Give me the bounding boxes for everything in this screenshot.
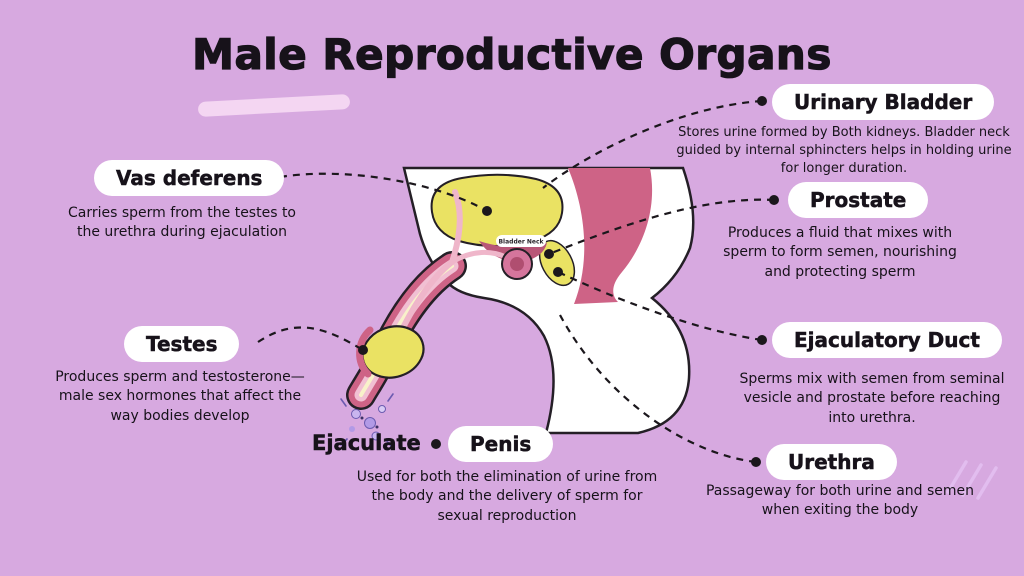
label-ejaculate: Ejaculate <box>312 431 421 456</box>
dot-prostate-end <box>544 249 554 259</box>
dot-testes-end <box>358 345 368 355</box>
desc-testes: Produces sperm and testosterone—male sex… <box>55 369 305 424</box>
desc-urethra: Passageway for both urine and semen when… <box>705 483 975 519</box>
corner-slashes-decoration <box>946 460 998 500</box>
dot-ejaculatory-duct-end <box>553 267 563 277</box>
sacrum-shape <box>568 168 653 304</box>
desc-prostate: Produces a fluid that mixes with sperm t… <box>723 225 957 280</box>
anatomy-illustration: Bladder Neck <box>340 166 695 447</box>
dot-urinary-bladder <box>757 96 767 106</box>
page-title: Male Reproductive Organs <box>192 29 832 79</box>
label-testes: Testes <box>124 326 240 362</box>
dot-ejaculatory-duct <box>757 335 767 345</box>
dot-vas-deferens-end <box>482 206 492 216</box>
dot-urethra <box>751 457 761 467</box>
label-penis: Penis <box>448 426 554 462</box>
label-urethra: Urethra <box>766 444 897 480</box>
connector-testes <box>257 326 364 351</box>
connector-urinary-bladder <box>542 99 763 189</box>
desc-ejaculatory-duct: Sperms mix with semen from seminal vesic… <box>739 371 1005 426</box>
dot-penis-bullet <box>431 439 441 449</box>
prostate-inner <box>510 257 524 271</box>
connector-urethra <box>559 314 757 464</box>
bladder-neck-tag <box>496 235 546 247</box>
connector-dots <box>358 96 779 467</box>
dot-prostate <box>769 195 779 205</box>
label-vas-deferens: Vas deferens <box>94 160 285 196</box>
desc-vas-deferens: Carries sperm from the testes to the ure… <box>67 205 296 241</box>
desc-urinary-bladder: Stores urine formed by Both kidneys. Bla… <box>676 125 1012 176</box>
connector-vas-deferens <box>279 172 488 212</box>
label-prostate: Prostate <box>788 182 929 218</box>
label-urinary-bladder: Urinary Bladder <box>772 84 995 120</box>
connector-prostate <box>548 198 775 256</box>
connector-lines <box>257 99 775 464</box>
desc-penis: Used for both the elimination of urine f… <box>356 469 658 524</box>
bladder-shape <box>430 173 564 247</box>
connector-ejaculatory-duct <box>557 271 763 342</box>
ejaculate-droplets <box>340 393 394 447</box>
label-ejaculatory-duct: Ejaculatory Duct <box>772 322 1002 358</box>
bladder-neck-tag-label: Bladder Neck <box>498 239 544 246</box>
